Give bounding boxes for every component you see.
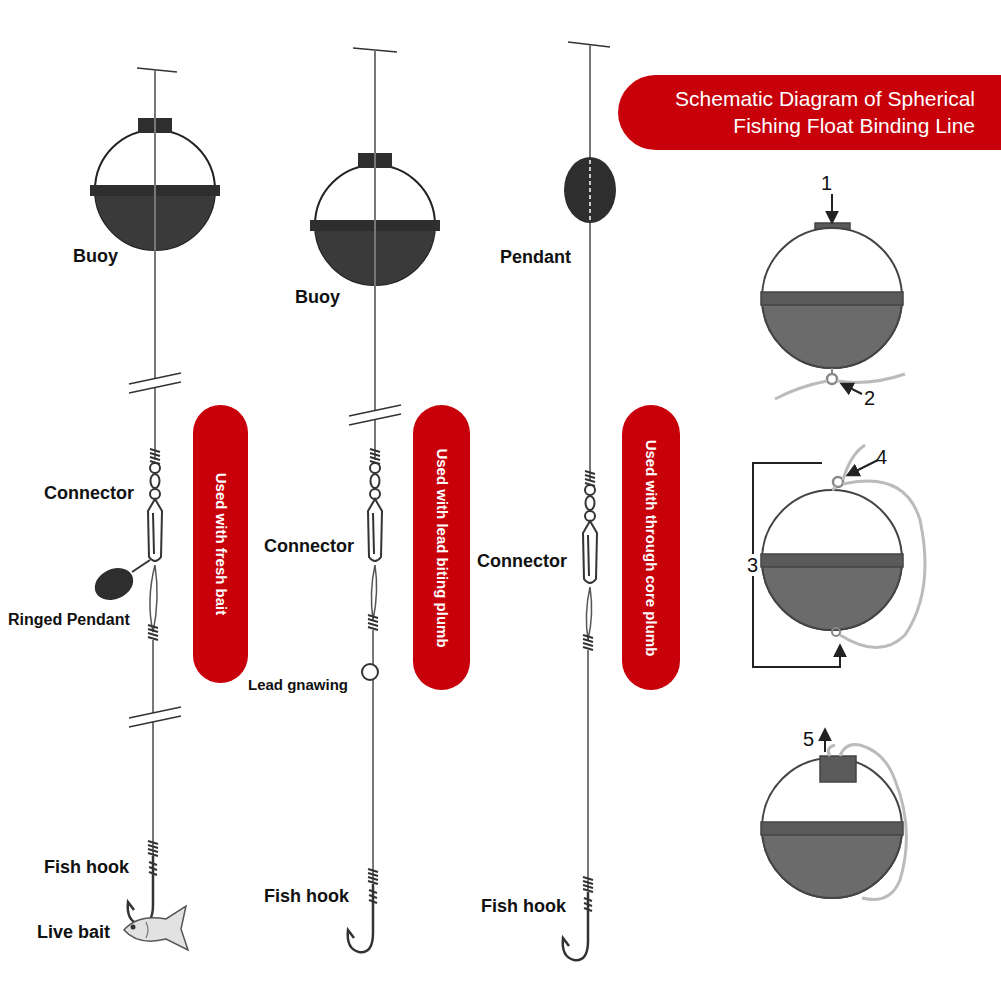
callout-number: 2 — [864, 387, 875, 409]
part-label: Connector — [264, 537, 354, 557]
part-label: Live bait — [35, 923, 112, 943]
fish-hook — [348, 884, 377, 952]
part-label: Buoy — [73, 247, 118, 267]
title-banner: Schematic Diagram of Spherical Fishing F… — [618, 75, 1001, 150]
callout-number: 3 — [745, 554, 760, 576]
usage-pill: Used with lead biting plumb — [413, 405, 470, 690]
fish-hook — [128, 856, 157, 924]
part-label: Ringed Pendant — [8, 611, 130, 629]
callout-number: 4 — [876, 446, 887, 468]
snap-connector — [148, 499, 162, 561]
lead-gnawing-shot — [362, 664, 378, 680]
part-label: Pendant — [500, 248, 571, 268]
title-text: Schematic Diagram of Spherical Fishing F… — [648, 86, 975, 139]
pendant-sinker — [564, 157, 616, 223]
live-bait-fish — [124, 906, 188, 950]
usage-note: Used with fresh bait — [212, 473, 229, 616]
usage-note: Used with through core plumb — [643, 439, 660, 656]
part-label: Connector — [44, 484, 134, 504]
callout-number: 1 — [821, 172, 832, 194]
snap-connector — [583, 521, 597, 583]
callout-number: 5 — [803, 728, 814, 750]
part-label: Fish hook — [44, 858, 129, 878]
swivel-connector — [150, 463, 160, 499]
part-label: Fish hook — [264, 887, 349, 907]
snap-connector — [368, 499, 382, 561]
float-ball — [761, 490, 903, 630]
usage-note: Used with lead biting plumb — [433, 448, 450, 647]
part-label: Connector — [477, 552, 567, 572]
swivel-connector — [370, 463, 380, 499]
swivel-connector — [585, 485, 595, 521]
ringed-pendant — [90, 562, 139, 606]
binding-step-figures — [753, 194, 925, 900]
part-label: Buoy — [295, 288, 340, 308]
rig-through-core-plumb — [563, 42, 616, 960]
float-ball — [761, 228, 903, 368]
usage-pill: Used with fresh bait — [193, 405, 248, 683]
part-label: Lead gnawing — [248, 677, 348, 694]
usage-pill: Used with through core plumb — [622, 405, 680, 690]
part-label: Fish hook — [481, 897, 566, 917]
fish-hook — [563, 892, 592, 960]
